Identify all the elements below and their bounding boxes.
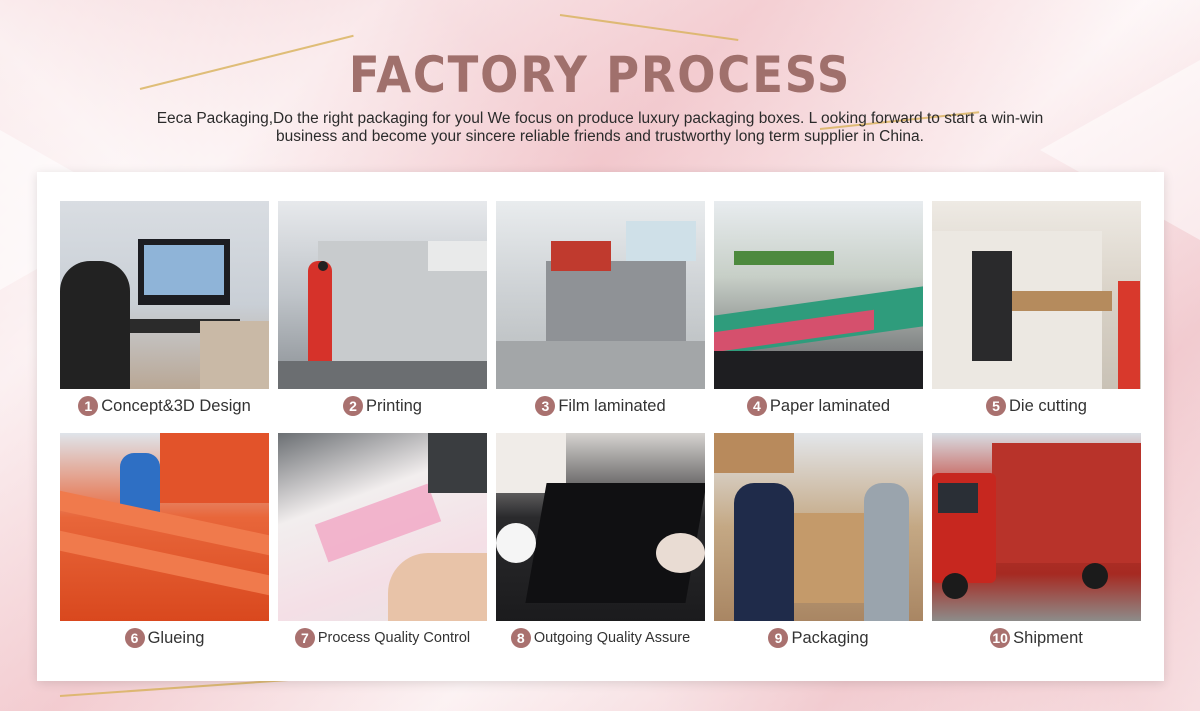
step-tile-die-cutting: 5 Die cutting [932,201,1141,417]
page-subtitle: Eeca Packaging,Do the right packaging fo… [120,110,1080,146]
step-caption: 5 Die cutting [932,395,1141,417]
film-laminated-photo [496,201,705,389]
quality-control-photo [278,433,487,621]
step-number: 10 [990,628,1011,648]
step-label: Packaging [791,628,869,647]
subtitle-line: Eeca Packaging,Do the right packaging fo… [156,110,1044,127]
step-tile-printing: 2 Printing [278,201,487,417]
step-number: 3 [535,396,556,416]
step-caption: 6 Glueing [60,627,269,649]
step-number: 8 [510,628,531,648]
step-number: 4 [746,396,767,416]
step-number: 1 [78,396,99,416]
step-label: Shipment [1013,628,1083,647]
step-label: Outgoing Quality Assure [533,630,691,646]
step-caption: 2 Printing [278,395,487,417]
step-tile-shipment: 10 Shipment [932,433,1141,649]
step-label: Die cutting [1009,396,1087,415]
step-label: Concept&3D Design [101,396,251,415]
step-number: 5 [986,396,1007,416]
step-tile-paper-laminated: 4 Paper laminated [714,201,923,417]
outgoing-quality-photo [496,433,705,621]
step-label: Process Quality Control [317,630,471,646]
die-cutting-photo [932,201,1141,389]
step-number: 6 [124,628,145,648]
step-label: Film laminated [558,396,666,415]
shipment-photo [932,433,1141,621]
step-caption: 9 Packaging [714,627,923,649]
step-caption: 3 Film laminated [496,395,705,417]
page-title: FACTORY PROCESS [348,46,852,104]
step-label: Printing [366,396,422,415]
step-tile-concept-design: 1 Concept&3D Design [60,201,269,417]
subtitle-line: business and become your sincere reliabl… [276,128,924,145]
paper-laminated-photo [714,201,923,389]
step-label: Glueing [147,628,205,647]
glueing-photo [60,433,269,621]
step-caption: 1 Concept&3D Design [60,395,269,417]
step-tile-glueing: 6 Glueing [60,433,269,649]
step-number: 2 [343,396,364,416]
step-caption: 7 Process Quality Control [278,627,487,649]
step-tile-quality-control: 7 Process Quality Control [278,433,487,649]
concept-design-photo [60,201,269,389]
step-caption: 4 Paper laminated [714,395,923,417]
process-card: 1 Concept&3D Design 2 Printing 3 Film la… [37,172,1164,681]
step-caption: 10 Shipment [932,627,1141,649]
step-tile-film-laminated: 3 Film laminated [496,201,705,417]
step-number: 7 [294,628,315,648]
step-tile-packaging: 9 Packaging [714,433,923,649]
step-number: 9 [768,628,789,648]
step-label: Paper laminated [769,396,891,415]
packaging-photo [714,433,923,621]
printing-photo [278,201,487,389]
step-tile-outgoing-quality: 8 Outgoing Quality Assure [496,433,705,649]
step-caption: 8 Outgoing Quality Assure [496,627,705,649]
